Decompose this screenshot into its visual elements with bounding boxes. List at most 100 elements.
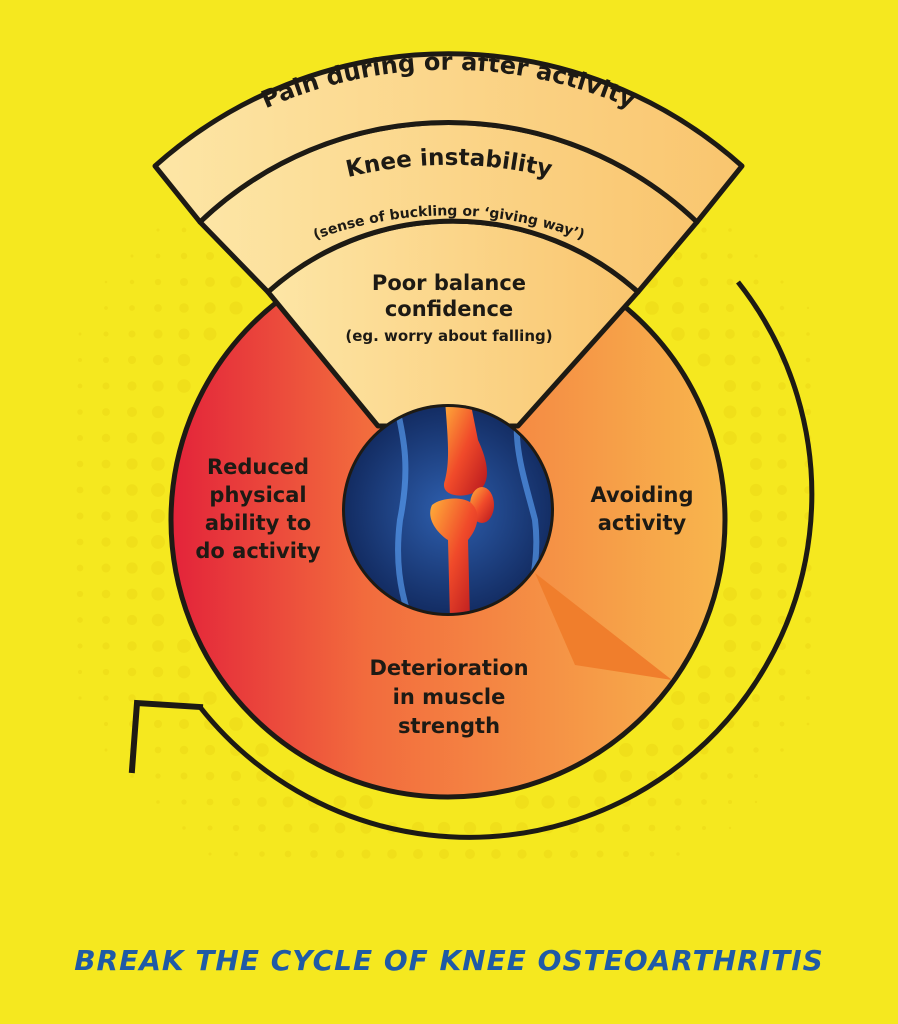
halftone-dot (128, 668, 136, 676)
halftone-dot (807, 307, 809, 309)
halftone-dot (752, 330, 760, 338)
halftone-dot (673, 771, 682, 780)
halftone-dot (130, 280, 134, 284)
halftone-dot (570, 850, 578, 858)
halftone-dot (336, 850, 344, 858)
footer-title: BREAK THE CYCLE OF KNEE OSTEOARTHRITIS (0, 944, 898, 977)
halftone-dot (128, 330, 135, 337)
halftone-dot (672, 718, 684, 730)
reduced-line4: do activity (195, 539, 321, 563)
halftone-dot (646, 744, 658, 756)
halftone-dot (156, 228, 159, 231)
halftone-dot (103, 357, 109, 363)
halftone-dot (750, 458, 762, 470)
halftone-dot (777, 537, 787, 547)
halftone-dot (698, 328, 710, 340)
halftone-dot (77, 435, 83, 441)
halftone-dot (155, 279, 161, 285)
halftone-dot (127, 589, 138, 600)
halftone-dot (152, 640, 164, 652)
halftone-dot (778, 382, 786, 390)
halftone-dot (806, 670, 811, 675)
halftone-dot (753, 721, 760, 728)
halftone-dot (723, 431, 737, 445)
halftone-dot (153, 667, 164, 678)
halftone-dot (751, 381, 761, 391)
halftone-dot (234, 852, 238, 856)
halftone-dot (648, 798, 657, 807)
halftone-dot (181, 799, 186, 804)
halftone-dot (208, 852, 211, 855)
halftone-dot (751, 407, 762, 418)
halftone-dot (259, 851, 265, 857)
halftone-dot (754, 774, 758, 778)
halftone-dot (155, 747, 162, 754)
halftone-dot (805, 617, 811, 623)
poor-balance-line1: Poor balance (372, 271, 526, 295)
halftone-dot (778, 408, 786, 416)
halftone-dot (179, 303, 189, 313)
halftone-dot (780, 306, 784, 310)
halftone-dot (151, 457, 165, 471)
halftone-dot (754, 280, 759, 285)
halftone-dot (127, 615, 137, 625)
halftone-dot (230, 276, 241, 287)
halftone-dot (205, 277, 215, 287)
halftone-dot (751, 641, 761, 651)
halftone-dot (104, 722, 108, 726)
halftone-dot (517, 849, 526, 858)
halftone-dot (777, 563, 787, 573)
halftone-dot (780, 280, 783, 283)
avoiding-line1: Avoiding (590, 483, 693, 507)
halftone-dot (205, 745, 215, 755)
halftone-dot (701, 253, 708, 260)
halftone-dot (780, 748, 783, 751)
halftone-dot (78, 696, 81, 699)
halftone-dot (335, 823, 346, 834)
halftone-dot (727, 279, 734, 286)
poor-balance-sub: (eg. worry about falling) (345, 327, 552, 345)
halftone-dot (671, 327, 684, 340)
reduced-line2: physical (209, 483, 306, 507)
halftone-dot (650, 852, 655, 857)
halftone-dot (104, 332, 109, 337)
halftone-dot (130, 774, 133, 777)
halftone-dot (206, 772, 215, 781)
halftone-dot (805, 383, 810, 388)
halftone-dot (750, 588, 762, 600)
halftone-dot (465, 849, 475, 859)
halftone-dot (151, 561, 165, 575)
halftone-dot (180, 278, 188, 286)
halftone-dot (177, 379, 190, 392)
halftone-dot (153, 329, 162, 338)
reduced-line3: ability to (205, 511, 311, 535)
deterioration-line1: Deterioration (369, 656, 528, 680)
halftone-dot (777, 589, 786, 598)
avoiding-line2: activity (598, 511, 687, 535)
halftone-dot (672, 302, 684, 314)
halftone-dot (697, 665, 710, 678)
halftone-dot (723, 613, 736, 626)
halftone-dot (131, 255, 134, 258)
halftone-dot (673, 745, 684, 756)
halftone-dot (207, 799, 214, 806)
halftone-dot (232, 798, 240, 806)
halftone-dot (102, 460, 111, 469)
halftone-dot (151, 483, 165, 497)
halftone-dot (777, 433, 786, 442)
halftone-dot (780, 722, 785, 727)
halftone-dot (105, 749, 108, 752)
halftone-dot (752, 356, 761, 365)
halftone-dot (805, 643, 811, 649)
halftone-dot (127, 407, 137, 417)
halftone-dot (619, 743, 633, 757)
halftone-dot (101, 537, 110, 546)
halftone-dot (674, 798, 681, 805)
halftone-dot (127, 641, 136, 650)
halftone-dot (725, 329, 735, 339)
halftone-dot (334, 796, 347, 809)
halftone-dot (594, 796, 605, 807)
halftone-dot (77, 461, 84, 468)
halftone-dot (154, 720, 162, 728)
